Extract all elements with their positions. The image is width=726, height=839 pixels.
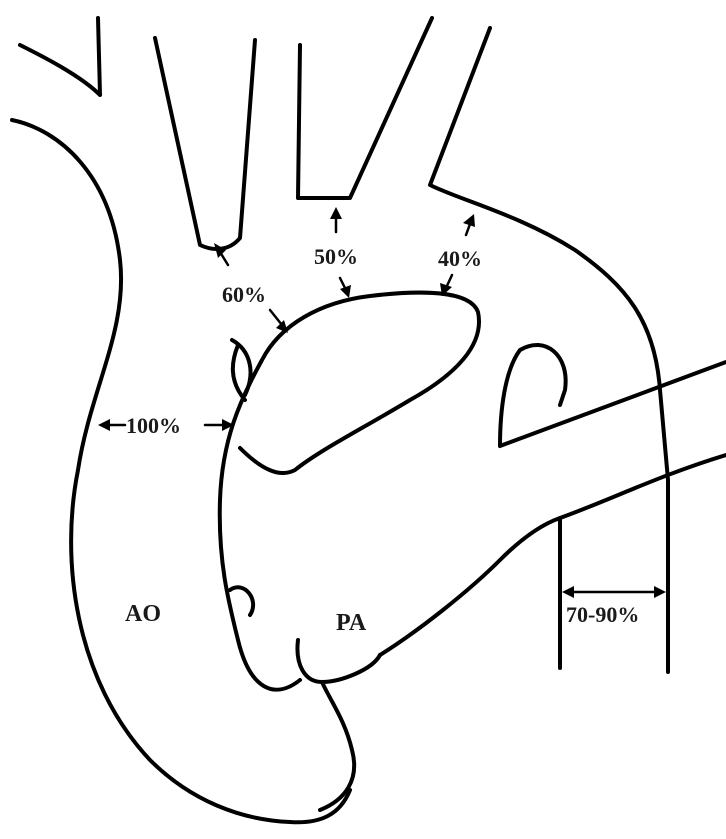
pulmonary-artery-label: PA — [336, 610, 367, 636]
pulmonary-artery-body — [230, 340, 380, 810]
descending-width-label: 70-90% — [566, 602, 639, 627]
branch-1-vessel — [155, 38, 255, 249]
aorta-label: AO — [125, 601, 161, 627]
descending-width-arrow — [562, 586, 666, 598]
ductus-branch — [500, 345, 726, 446]
branch-1-label: 60% — [222, 282, 266, 307]
branch-2-label: 50% — [314, 244, 358, 269]
branch-3-label: 40% — [438, 246, 482, 271]
branch-2-vessel — [298, 18, 432, 198]
pulmonary-artery-right-branch — [380, 455, 726, 655]
ascending-width-label: 100% — [126, 413, 181, 438]
